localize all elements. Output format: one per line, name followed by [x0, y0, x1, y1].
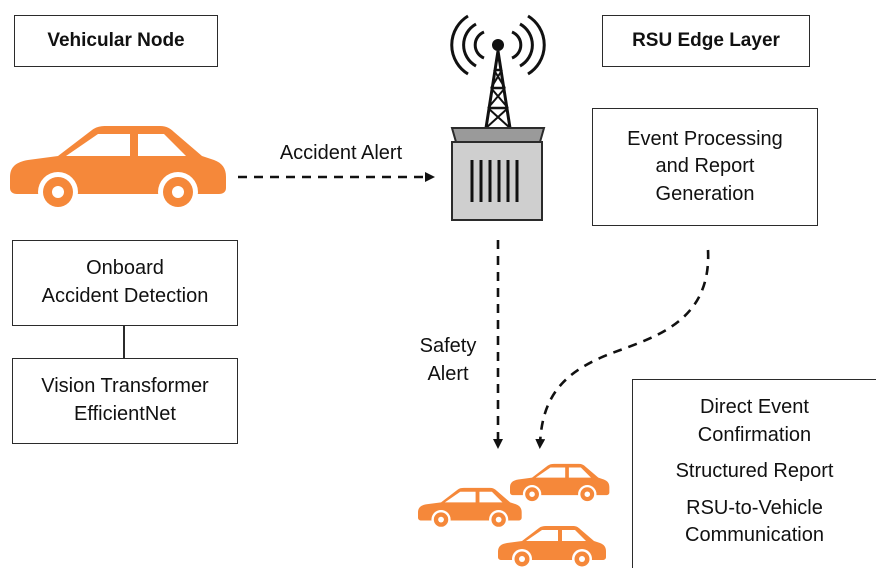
- communication-line: Communication: [685, 524, 824, 547]
- accident-alert-text: Accident Alert: [279, 142, 403, 164]
- car-icon: [10, 126, 226, 212]
- car-cluster-icon: [418, 463, 610, 568]
- processing-line: Generation: [655, 182, 755, 205]
- structured-report-text: Structured Report: [675, 460, 834, 483]
- model-line: EfficientNet: [74, 403, 176, 425]
- rsu-edge-title-box: RSU Edge Layer: [602, 15, 810, 67]
- processing-line: and Report: [655, 155, 755, 178]
- vehicular-node-title-box: Vehicular Node: [14, 15, 218, 67]
- confirmation-line: Direct Event: [700, 396, 809, 418]
- safety-alert-line: Safety: [419, 335, 477, 357]
- rsu-tower-icon: [450, 14, 546, 221]
- accident-alert-label: Accident Alert: [256, 139, 426, 167]
- communication-line: RSU-to-Vehicle: [686, 496, 823, 519]
- processing-line: Event Processing: [627, 127, 783, 150]
- detection-line: Accident Detection: [41, 285, 209, 307]
- report-delivery-arrow: [535, 249, 710, 449]
- event-processing-box: Event Processing and Report Generation: [592, 108, 818, 226]
- rsu-edge-title: RSU Edge Layer: [632, 29, 780, 51]
- safety-alert-label: Safety Alert: [408, 332, 488, 388]
- onboard-detection-box: Onboard Accident Detection: [12, 240, 238, 326]
- safety-alert-line: Alert: [427, 363, 469, 385]
- model-box: Vision Transformer EfficientNet: [12, 358, 238, 444]
- vehicular-node-title: Vehicular Node: [47, 29, 185, 51]
- outcomes-box: Direct Event Confirmation Structured Rep…: [632, 379, 876, 568]
- model-line: Vision Transformer: [41, 375, 209, 398]
- confirmation-line: Confirmation: [697, 423, 812, 446]
- detection-line: Onboard: [86, 257, 164, 280]
